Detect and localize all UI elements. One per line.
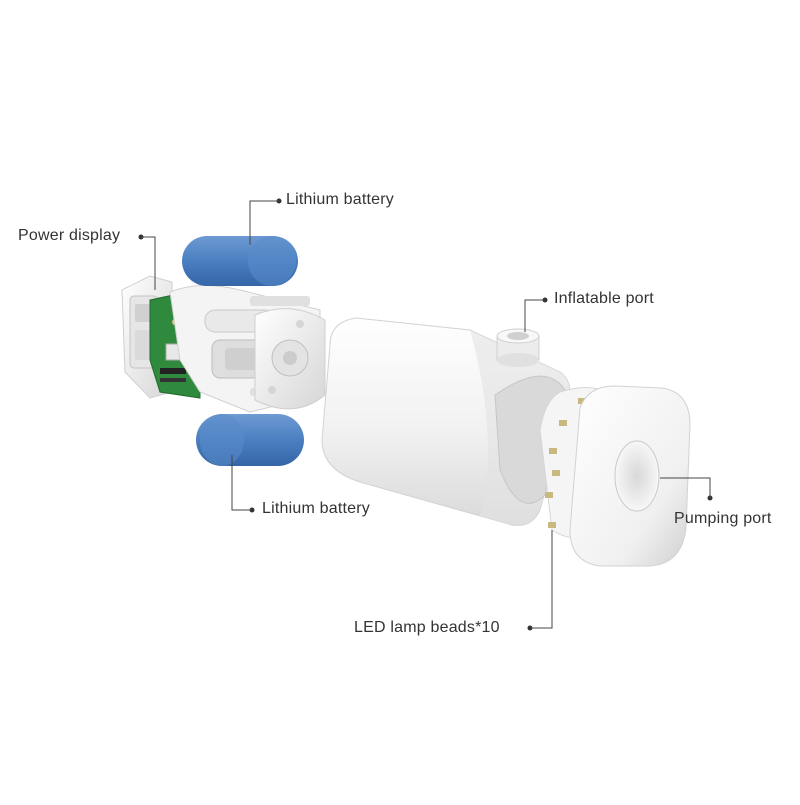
bracket-end (254, 308, 326, 410)
inflatable-port-nozzle (496, 328, 540, 367)
callout-power-display: Power display (18, 227, 121, 244)
callout-led-lamp-beads: LED lamp beads*10 (354, 619, 500, 636)
lithium-battery-top (182, 236, 298, 286)
lithium-battery-bottom (196, 414, 304, 466)
callout-pumping-port: Pumping port (674, 510, 772, 527)
leader-lines (138, 198, 713, 631)
callout-lithium-battery-top: Lithium battery (286, 191, 394, 208)
pumping-port-cap (569, 385, 691, 567)
callout-lithium-battery-bottom: Lithium battery (262, 500, 370, 517)
callout-inflatable-port: Inflatable port (554, 290, 654, 307)
